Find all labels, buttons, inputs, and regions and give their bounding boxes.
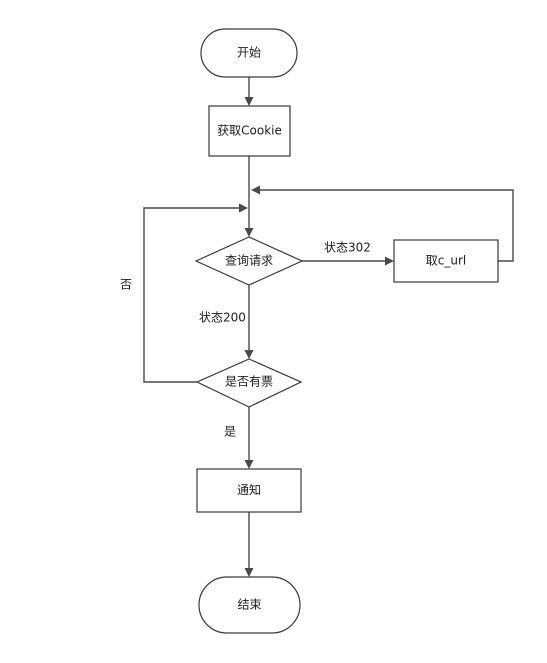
yes-label: 是 bbox=[224, 425, 236, 439]
arrowhead-loop-back bbox=[251, 185, 260, 195]
get-c-url-box bbox=[393, 239, 499, 283]
query-request-node: 查询请求 bbox=[194, 236, 304, 286]
start-label: 开始 bbox=[237, 46, 261, 60]
start-terminator-shape bbox=[200, 28, 298, 78]
no-label: 否 bbox=[120, 278, 132, 292]
status-302-label: 状态302 bbox=[324, 241, 371, 255]
has-ticket-node: 是否有票 bbox=[195, 358, 303, 408]
query-request-label: 查询请求 bbox=[225, 254, 273, 268]
get-cookie-box bbox=[208, 105, 291, 157]
arrowhead-get-c-url bbox=[385, 256, 394, 266]
query-request-diamond bbox=[194, 236, 304, 286]
connector-loop-back bbox=[259, 189, 514, 262]
notify-label: 通知 bbox=[237, 483, 261, 497]
get-cookie-label: 获取Cookie bbox=[217, 124, 282, 138]
end-label: 结束 bbox=[237, 598, 261, 612]
arrowhead-end bbox=[244, 568, 254, 577]
arrowhead-no bbox=[239, 203, 248, 213]
arrowhead-has-ticket bbox=[244, 350, 254, 359]
notify-node: 通知 bbox=[196, 468, 302, 513]
notify-box bbox=[196, 468, 302, 513]
get-cookie-node: 获取Cookie bbox=[208, 105, 291, 157]
edge-labels: 状态302 状态200 否 是 bbox=[120, 241, 371, 439]
connector-no bbox=[143, 207, 240, 383]
start-node: 开始 bbox=[200, 28, 298, 78]
has-ticket-label: 是否有票 bbox=[225, 375, 273, 389]
arrowhead-query-request bbox=[244, 228, 254, 237]
arrowhead-notify bbox=[244, 460, 254, 469]
get-c-url-label: 取c_url bbox=[426, 254, 466, 268]
arrowhead-get-cookie bbox=[244, 97, 254, 106]
has-ticket-diamond bbox=[195, 358, 303, 408]
status-200-label: 状态200 bbox=[199, 311, 246, 325]
connectors bbox=[143, 77, 514, 577]
end-terminator-shape bbox=[198, 576, 301, 634]
get-c-url-node: 取c_url bbox=[393, 239, 499, 283]
end-node: 结束 bbox=[198, 576, 301, 634]
